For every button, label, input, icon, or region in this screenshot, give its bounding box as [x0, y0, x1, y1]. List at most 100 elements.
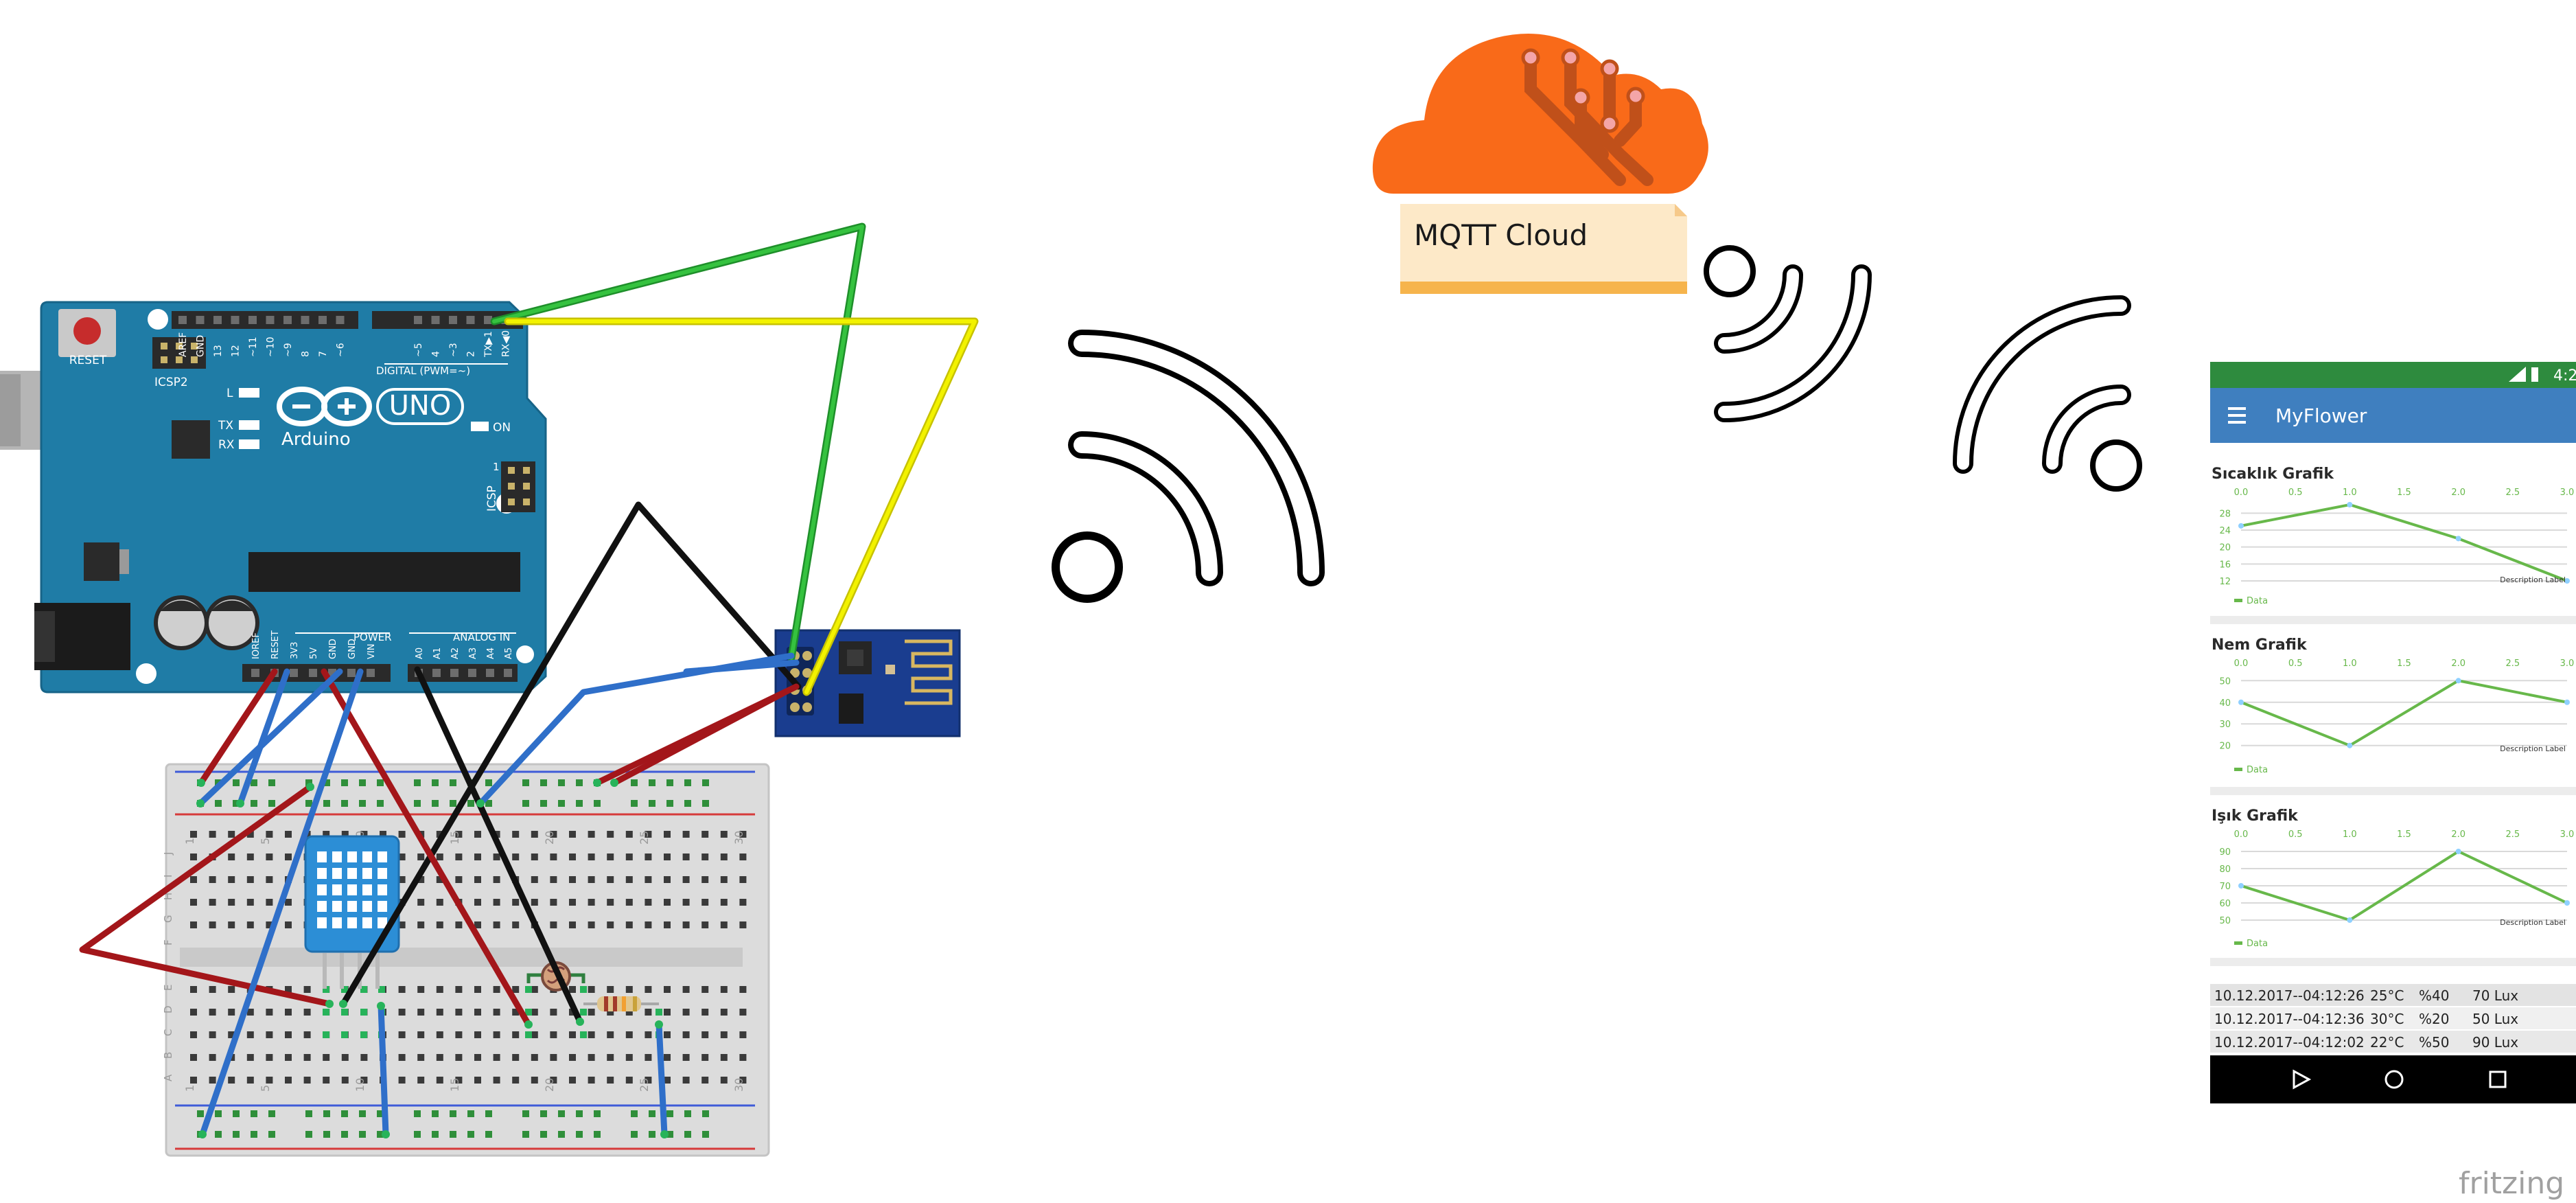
- power-pin-label: 5V: [309, 648, 319, 659]
- home-icon[interactable]: [2384, 1070, 2404, 1089]
- digital-pin-label: ~5: [413, 343, 424, 357]
- reading-light: 50 Lux: [2472, 1011, 2518, 1027]
- y-tick-label: 20: [2219, 742, 2231, 752]
- wifi-signal-icon: [1953, 295, 2142, 492]
- arduino-brand-label: Arduino: [281, 429, 351, 450]
- reading-humidity: %40: [2419, 987, 2449, 1004]
- bb-row-j: J: [162, 852, 174, 856]
- led-on-label: ON: [493, 421, 511, 435]
- mqtt-cloud-note: MQTT Cloud: [1400, 204, 1687, 294]
- analog-pin-label: A0: [415, 648, 425, 659]
- digital-pin-label: TX▶1: [483, 331, 494, 358]
- digital-pin-label: ~9: [283, 343, 294, 357]
- y-tick-label: 50: [2219, 676, 2231, 687]
- series-line: [2240, 849, 2568, 922]
- icsp2-label: ICSP2: [154, 376, 188, 389]
- signal-icon: [2509, 367, 2526, 382]
- back-icon[interactable]: [2293, 1069, 2312, 1090]
- wire-black-a0: [414, 666, 583, 1025]
- breadboard: 1 5 10 15 20 25 30 1 5 10 15 20 25 30 J …: [162, 763, 770, 1157]
- wires: [79, 222, 979, 1138]
- power-pin-label: RESET: [270, 630, 281, 659]
- y-tick-label: 60: [2219, 899, 2231, 909]
- digital-label: DIGITAL (PWM=~): [376, 365, 470, 377]
- bb-col-20: 20: [543, 831, 556, 845]
- digital-pin-label: 13: [213, 345, 224, 357]
- data-point: [2564, 699, 2570, 705]
- y-tick-label: 30: [2219, 720, 2231, 730]
- x-tick-label: 1.5: [2397, 488, 2411, 498]
- wire-red-esp-ch: [611, 690, 786, 786]
- status-bar: [2210, 362, 2576, 388]
- wire-blue-gnd-rail: [199, 668, 364, 1138]
- power-pin-label: GND: [328, 639, 338, 659]
- reading-light: 90 Lux: [2472, 1034, 2518, 1051]
- power-pin-label: IOREF: [251, 632, 262, 659]
- y-tick-label: 80: [2219, 864, 2231, 875]
- data-point: [2347, 917, 2353, 923]
- analog-pin-label: A1: [432, 648, 443, 659]
- y-tick-label: 50: [2219, 916, 2231, 926]
- digital-pin-label: 7: [318, 351, 329, 357]
- recent-apps-icon[interactable]: [2489, 1070, 2507, 1088]
- legend-swatch: [2234, 599, 2242, 602]
- menu-icon[interactable]: [2228, 407, 2246, 424]
- digital-pin-label: 4: [431, 351, 442, 357]
- atmega-chip: [248, 552, 520, 592]
- digital-pin-label: RX◀0: [501, 330, 512, 357]
- analog-pin-label: A2: [450, 648, 461, 659]
- x-tick-label: 1.5: [2397, 829, 2411, 840]
- bb-col-20-bottom: 20: [543, 1078, 556, 1092]
- digital-pin-label: ~6: [336, 343, 347, 357]
- x-tick-label: 3.0: [2560, 488, 2575, 498]
- digital-pin-label: 12: [231, 345, 242, 357]
- led-l-label: L: [227, 387, 233, 400]
- wifi-signal-icon: [1704, 245, 1872, 422]
- bb-col-10-bottom: 10: [353, 1078, 367, 1092]
- data-point: [2455, 678, 2461, 684]
- digital-pin-label: AREF: [178, 332, 189, 357]
- y-tick-label: 90: [2219, 847, 2231, 858]
- description-label: Description Label: [2500, 918, 2566, 927]
- x-tick-label: 3.0: [2560, 658, 2575, 669]
- reading-light: 70 Lux: [2472, 987, 2518, 1004]
- wire-blue-resistor-gnd: [655, 1021, 668, 1138]
- bb-row-a: A: [162, 1074, 174, 1081]
- data-point: [2238, 523, 2244, 529]
- bb-col-25-bottom: 25: [638, 1078, 651, 1092]
- uno-label: UNO: [389, 390, 452, 422]
- x-tick-label: 1.0: [2343, 488, 2357, 498]
- x-tick-label: 0.5: [2288, 488, 2303, 498]
- reading-datetime: 10.12.2017--04:12:36: [2214, 1011, 2365, 1027]
- bb-col-15: 15: [448, 831, 461, 845]
- reading-temp: 30°C: [2370, 1011, 2404, 1027]
- resistor: [583, 996, 659, 1011]
- reading-datetime: 10.12.2017--04:12:26: [2214, 987, 2365, 1004]
- chart-title: Işık Grafik: [2212, 807, 2299, 825]
- icsp-label: ICSP: [485, 485, 499, 512]
- wire-black-gnd-esp: [340, 501, 802, 1007]
- y-tick-label: 24: [2219, 526, 2231, 536]
- reading-humidity: %20: [2419, 1011, 2449, 1027]
- bb-row-g: G: [162, 915, 174, 923]
- bb-row-c: C: [162, 1029, 174, 1036]
- series-line: [2240, 679, 2568, 747]
- wire-blue-dht-gnd: [378, 1002, 389, 1138]
- bb-col-25: 25: [638, 831, 651, 845]
- bb-col-15-bottom: 15: [448, 1078, 461, 1092]
- legend-swatch: [2234, 941, 2242, 945]
- x-tick-label: 2.0: [2451, 658, 2465, 669]
- digital-pin-label: ~11: [248, 336, 259, 357]
- bb-row-h: H: [162, 893, 174, 900]
- digital-pin-label: ~3: [448, 343, 459, 357]
- x-tick-label: 3.0: [2560, 829, 2575, 840]
- digital-pin-label: 2: [466, 351, 477, 357]
- digital-pin-label: 8: [301, 351, 312, 357]
- analog-label: ANALOG IN: [453, 631, 510, 643]
- data-point: [2347, 502, 2353, 507]
- fritzing-logo: fritzing: [2459, 1166, 2564, 1201]
